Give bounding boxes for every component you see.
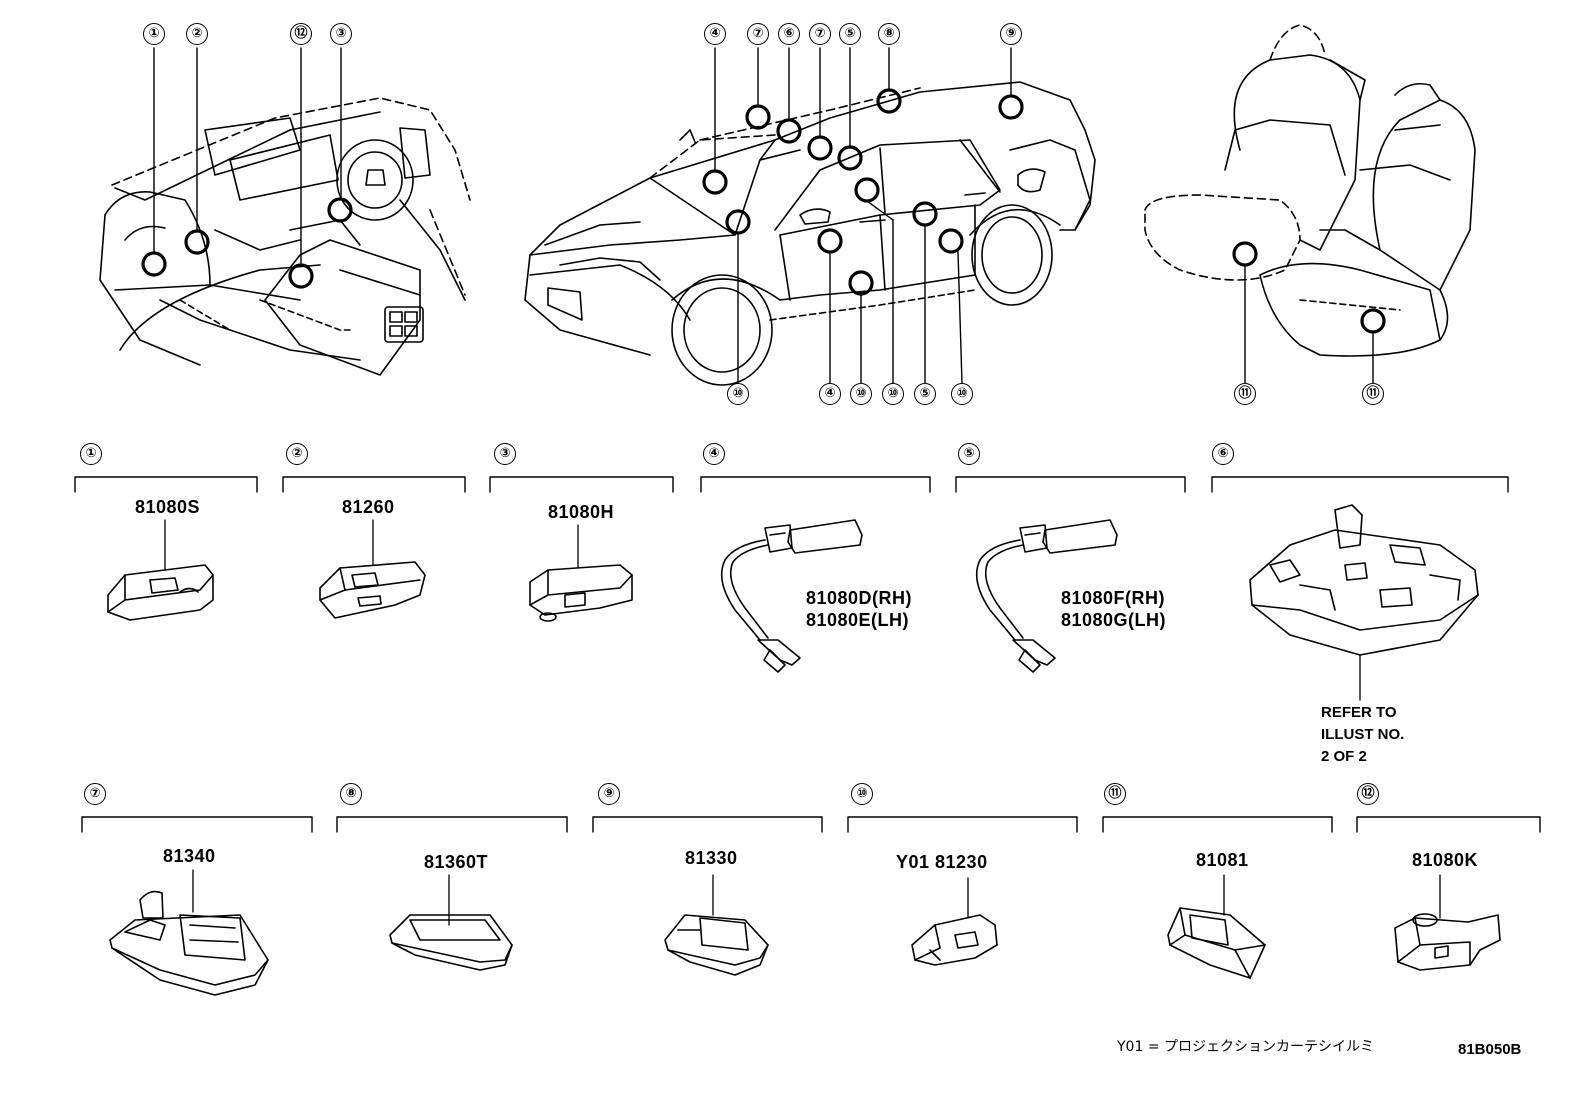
footnote-y01: Y01 = プロジェクションカーテシイルミ	[1117, 1039, 1374, 1055]
part-drawing-8	[389, 874, 513, 971]
callout-9: ⑨	[1000, 23, 1022, 45]
part-drawing-3	[529, 524, 633, 622]
part-index-8: ⑧	[340, 783, 362, 805]
callout-5b: ⑤	[914, 383, 936, 405]
callout-7: ⑦	[747, 23, 769, 45]
part-index-4: ④	[703, 443, 725, 465]
callout-6: ⑥	[778, 23, 800, 45]
part-drawing-6	[1249, 504, 1479, 701]
part-drawing-11	[1167, 874, 1266, 979]
part-number-81340: 81340	[163, 846, 216, 866]
part-number-81080H: 81080H	[548, 502, 615, 522]
part-index-6: ⑥	[1212, 443, 1234, 465]
callout-7b: ⑦	[809, 23, 831, 45]
part-index-12: ⑫	[1357, 783, 1379, 805]
callout-12: ⑫	[290, 23, 312, 45]
part-index-3: ③	[494, 443, 516, 465]
part-index-7: ⑦	[84, 783, 106, 805]
part-number-81330: 81330	[685, 848, 738, 868]
callout-10d: ⑩	[951, 383, 973, 405]
callout-8: ⑧	[878, 23, 900, 45]
part-drawing-5	[975, 519, 1118, 673]
section-brackets	[74, 476, 1541, 833]
refer-note-line-2: ILLUST NO.	[1321, 726, 1405, 743]
callout-2: ②	[186, 23, 208, 45]
part-number-81080G-LH: 81080G(LH)	[1061, 610, 1167, 630]
part-index-2: ②	[286, 443, 308, 465]
part-drawing-2	[319, 519, 426, 619]
part-number-y01-81230: Y01 81230	[896, 852, 988, 872]
location-markers	[141, 88, 1386, 334]
part-number-81080K: 81080K	[1412, 850, 1479, 870]
callout-5: ⑤	[839, 23, 861, 45]
part-index-11: ⑪	[1104, 783, 1126, 805]
part-drawing-1	[107, 519, 214, 621]
leader-lines	[153, 47, 1374, 384]
part-index-5: ⑤	[958, 443, 980, 465]
part-number-81081: 81081	[1196, 850, 1249, 870]
callout-11a: ⑪	[1234, 383, 1256, 405]
part-drawing-10	[911, 877, 998, 966]
refer-note-line-1: REFER TO	[1321, 704, 1397, 721]
part-drawing-9	[664, 874, 769, 976]
part-number-81080F-RH: 81080F(RH)	[1061, 588, 1166, 608]
interior-dashboard-illustration	[99, 97, 471, 376]
part-number-81080S: 81080S	[135, 497, 201, 517]
callout-11b: ⑪	[1362, 383, 1384, 405]
refer-note: REFER TO ILLUST NO. 2 OF 2	[1321, 702, 1404, 768]
part-index-1: ①	[80, 443, 102, 465]
part-index-9: ⑨	[598, 783, 620, 805]
callout-10a: ⑩	[727, 383, 749, 405]
part-number-81360T: 81360T	[424, 852, 489, 872]
callout-4b: ④	[819, 383, 841, 405]
part-number-81260: 81260	[342, 497, 395, 517]
callout-3: ③	[330, 23, 352, 45]
part-drawing-7	[109, 869, 269, 996]
refer-note-line-3: 2 OF 2	[1321, 748, 1367, 765]
diagram-code: 81B050B	[1458, 1041, 1522, 1058]
part-drawing-4	[720, 519, 863, 673]
part-index-10: ⑩	[851, 783, 873, 805]
seats-illustration	[1144, 24, 1476, 357]
part-drawing-12	[1394, 874, 1501, 971]
callout-10b: ⑩	[850, 383, 872, 405]
callout-1: ①	[143, 23, 165, 45]
part-number-81080E-LH: 81080E(LH)	[806, 610, 910, 630]
part-number-81080D-RH: 81080D(RH)	[806, 588, 913, 608]
vehicle-exterior-illustration	[524, 81, 1096, 386]
callout-4: ④	[704, 23, 726, 45]
callout-10c: ⑩	[882, 383, 904, 405]
